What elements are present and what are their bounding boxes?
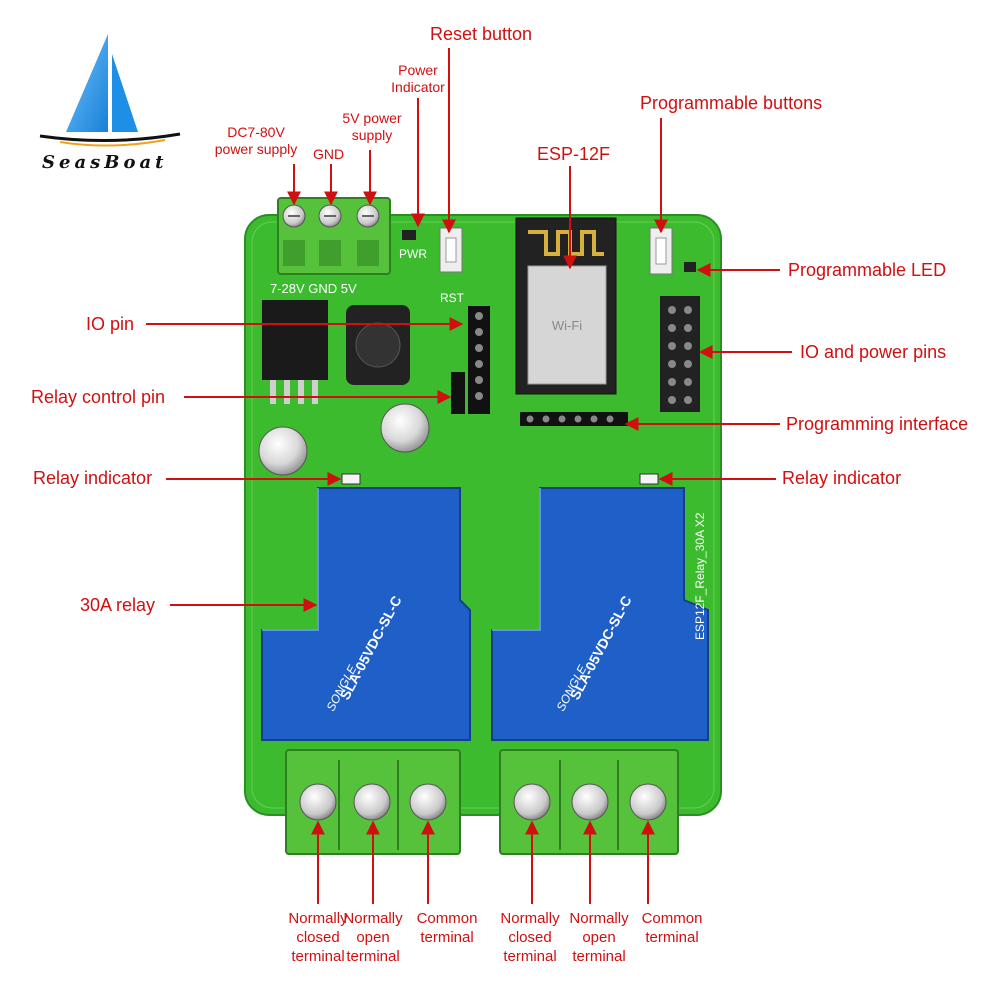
- label-power-indicator: Power Indicator: [391, 62, 445, 95]
- relay-1: [261, 487, 471, 741]
- label-com1: Common terminal: [416, 910, 478, 946]
- silk-model: ESP12F_Relay_30A X2: [693, 512, 707, 640]
- programming-header: [520, 412, 628, 426]
- label-no2: Normally open terminal: [569, 910, 629, 965]
- label-io-power: IO and power pins: [800, 342, 947, 362]
- label-reset-button: Reset button: [430, 24, 533, 44]
- programmable-button-part: [649, 227, 673, 275]
- esp12f-module: Wi-Fi: [515, 217, 617, 395]
- seasboat-logo: [39, 34, 181, 147]
- label-no1: Normally open terminal: [343, 910, 403, 965]
- silk-rst: RST: [440, 291, 465, 305]
- label-com2: Common terminal: [641, 910, 703, 946]
- programmable-led: [684, 262, 696, 272]
- label-5v: 5V power supply: [342, 110, 402, 143]
- label-gnd: GND: [313, 146, 345, 162]
- output-terminal-block-1: [285, 749, 461, 855]
- label-prog-interface: Programming interface: [786, 414, 969, 434]
- svg-text:Wi-Fi: Wi-Fi: [552, 318, 582, 333]
- label-relay-indicator-left: Relay indicator: [33, 468, 153, 488]
- label-prog-buttons: Programmable buttons: [640, 93, 823, 113]
- label-nc2: Normally closed terminal: [500, 910, 560, 965]
- silk-terminal-row: 7-28V GND 5V: [270, 281, 357, 296]
- relay-2: [491, 487, 709, 741]
- callout-arrows: [146, 48, 792, 904]
- voltage-regulator: [262, 300, 328, 404]
- reset-button-part: [439, 227, 463, 273]
- logo-text: SeasBoat: [42, 152, 168, 173]
- io-pin-header: [468, 306, 490, 414]
- label-dc-supply: DC7-80V power supply: [214, 124, 298, 157]
- relay-indicator-led-2: [639, 473, 659, 485]
- power-terminal-block: [277, 197, 391, 275]
- label-relay-indicator-right: Relay indicator: [782, 468, 902, 488]
- label-relay-control: Relay control pin: [31, 387, 166, 407]
- label-esp: ESP-12F: [537, 144, 611, 164]
- inductor: [346, 305, 410, 385]
- label-nc1: Normally closed terminal: [288, 910, 348, 965]
- capacitor-right: [380, 403, 430, 453]
- power-led: [402, 230, 416, 240]
- io-power-header: [660, 296, 700, 412]
- capacitor-left: [258, 426, 308, 476]
- label-relay-30a: 30A relay: [80, 595, 156, 615]
- silk-pwr: PWR: [399, 247, 427, 261]
- label-prog-led: Programmable LED: [788, 260, 947, 280]
- label-io-pin: IO pin: [86, 314, 135, 334]
- relay-control-pins: [451, 372, 465, 414]
- output-terminal-block-2: [499, 749, 679, 855]
- relay-indicator-led-1: [341, 473, 361, 485]
